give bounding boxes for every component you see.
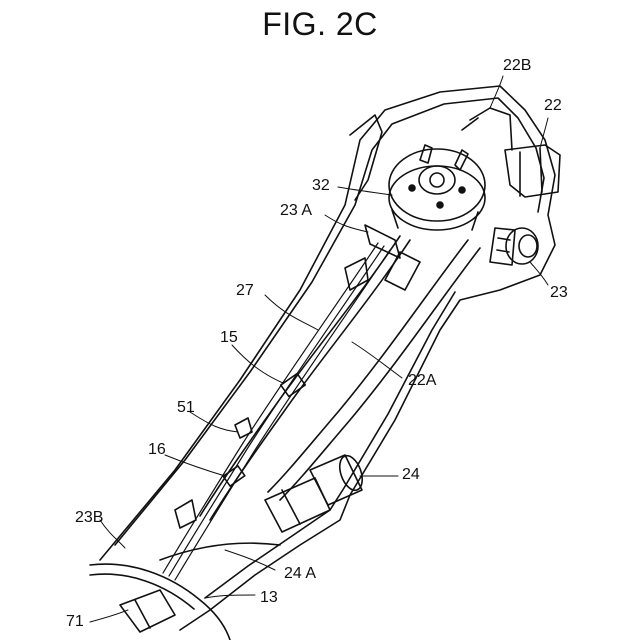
rotating-head: [389, 145, 485, 230]
terminal-23: [490, 228, 538, 265]
connector-22: [462, 108, 560, 197]
label-22A: 22A: [408, 373, 436, 389]
base-cables: [90, 543, 280, 640]
label-27: 27: [236, 283, 254, 299]
clips: [175, 225, 420, 528]
label-22: 22: [544, 98, 562, 114]
arm-housing: [100, 86, 555, 630]
label-23A: 23 A: [280, 203, 312, 219]
leader-lines: [90, 76, 548, 622]
label-15: 15: [220, 330, 238, 346]
label-23: 23: [550, 285, 568, 301]
label-23B: 23B: [75, 510, 103, 526]
label-71: 71: [66, 614, 84, 630]
label-24A: 24 A: [284, 566, 316, 582]
label-24: 24: [402, 467, 420, 483]
label-32: 32: [312, 178, 330, 194]
label-13: 13: [260, 590, 278, 606]
cable-27: [200, 236, 410, 520]
label-16: 16: [148, 442, 166, 458]
wiring-harness: [163, 243, 390, 580]
label-22B: 22B: [503, 58, 531, 74]
label-51: 51: [177, 400, 195, 416]
